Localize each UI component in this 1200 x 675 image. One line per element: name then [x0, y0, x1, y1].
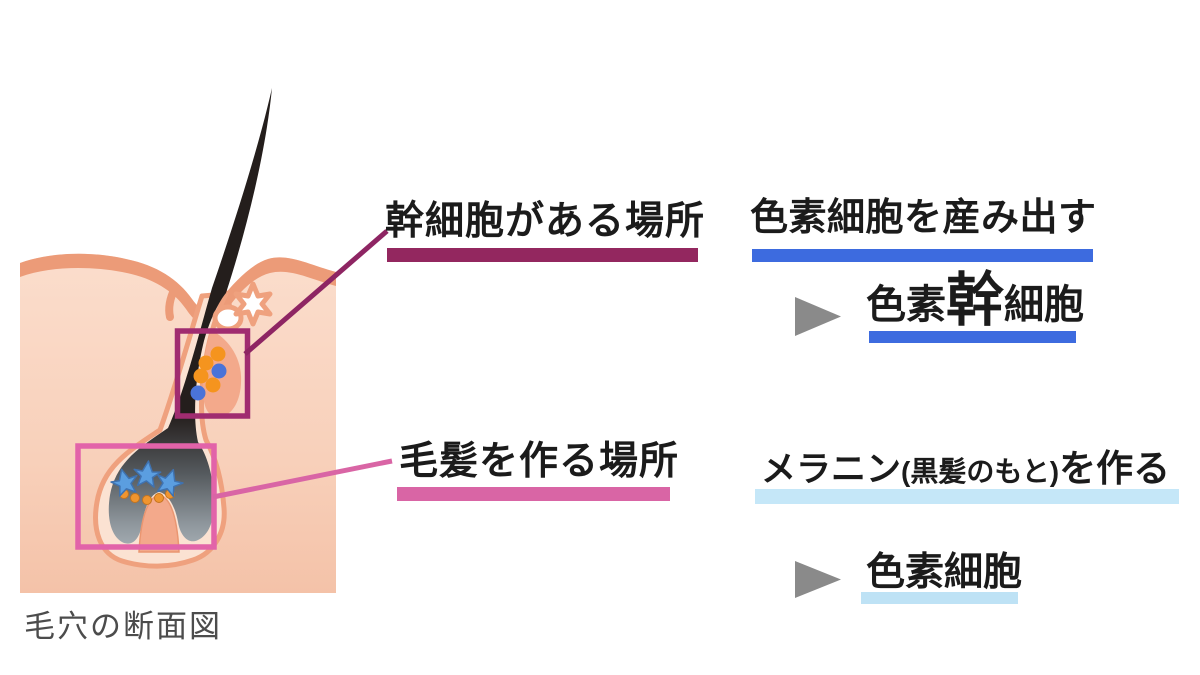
stem-cell-dots [190, 346, 227, 401]
term-prefix: 色素 [866, 283, 946, 327]
melanin-heading-underline [755, 489, 1179, 504]
pigment-cell-term: 色素細胞 [866, 551, 1023, 594]
sebaceous-gland-icon [212, 281, 273, 332]
stem-cell-connector-line [243, 229, 389, 356]
stem-cell-label-underline [387, 248, 698, 262]
hair-connector-line [212, 458, 393, 500]
diagram-caption: 毛穴の断面図 [24, 609, 222, 644]
stem-cell-location-label: 幹細胞がある場所 [385, 200, 706, 243]
arrow-right-icon [795, 297, 841, 336]
pigment-producing-heading: 色素細胞を産み出す [750, 197, 1097, 239]
melanin-heading-tail: を作る [1059, 448, 1171, 489]
term-emphasis: 幹 [946, 268, 1005, 333]
melanin-heading-main: メラニン [761, 450, 902, 489]
pigment-stem-cell-underline [869, 331, 1076, 343]
melanin-heading-paren: (黒髪のもと) [901, 456, 1060, 487]
arrow-right-icon [795, 561, 841, 598]
pigment-producing-underline [752, 249, 1093, 262]
hair-label-underline [397, 487, 670, 501]
melanin-heading: メラニン(黒髪のもと)を作る [761, 438, 1170, 492]
hair-follicle-diagram [20, 88, 393, 594]
follicle-funnel-left [165, 284, 179, 321]
hair-making-location-label: 毛髪を作る場所 [399, 440, 680, 483]
pigment-cell-underline [861, 592, 1018, 604]
term-suffix: 細胞 [1004, 283, 1085, 327]
pigment-stem-cell-term: 色素幹細胞 [866, 270, 1084, 332]
bulge-highlight-box [174, 328, 251, 419]
